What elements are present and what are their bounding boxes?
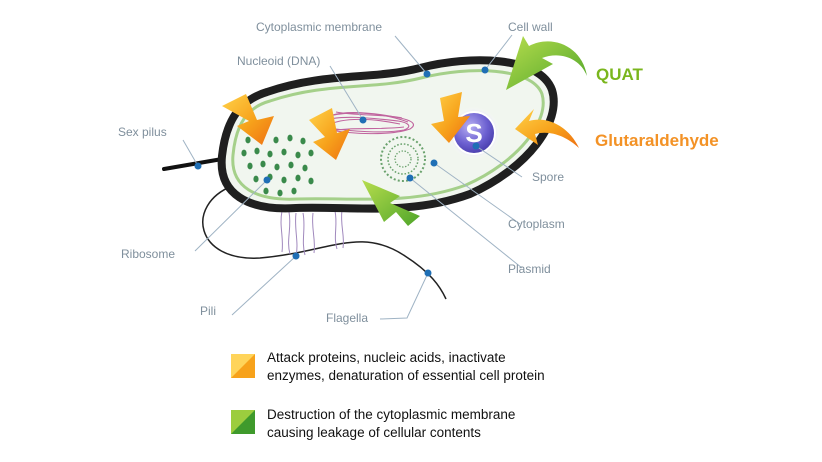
label-sex-pilus: Sex pilus	[118, 125, 167, 139]
quat-curved-arrow	[506, 36, 587, 90]
ribosome-dot	[281, 148, 287, 156]
ribosome-dot	[308, 177, 314, 185]
ribosome-dot	[273, 136, 279, 144]
legend-orange-line2: enzymes, denaturation of essential cell …	[267, 368, 545, 383]
ribosomes	[241, 133, 314, 197]
ribosome-dot	[302, 164, 308, 172]
label-pili: Pili	[200, 304, 216, 318]
legend-orange-text: Attack proteins, nucleic acids, inactiva…	[267, 349, 545, 385]
ribosome-dot	[254, 147, 260, 155]
label-cytoplasmic-membrane: Cytoplasmic membrane	[256, 20, 382, 34]
spore-letter: S	[465, 118, 482, 148]
plasmid	[380, 136, 426, 182]
legend-orange-swatch	[231, 354, 255, 378]
ribosome-dot	[287, 134, 293, 142]
legend-green-text: Destruction of the cytoplasmic membrane …	[267, 406, 515, 442]
ribosome-dot	[308, 149, 314, 157]
ribosome-dot	[288, 161, 294, 169]
ribosome-dot	[291, 187, 297, 195]
ribosome-dot	[253, 175, 259, 183]
ribosome-dot	[245, 136, 251, 144]
orange-attack-arrows	[222, 92, 579, 160]
leader-lines	[182, 34, 523, 320]
ribosome-dot	[277, 189, 283, 197]
glutaraldehyde-curved-arrow	[515, 109, 579, 148]
legend-green-line2: causing leakage of cellular contents	[267, 425, 481, 440]
green-membrane-arrows	[362, 36, 587, 226]
ribosome-dot	[263, 187, 269, 195]
pili-hairs	[280, 209, 344, 257]
cytoplasmic-membrane	[231, 69, 545, 201]
ribosome-dot	[300, 137, 306, 145]
leader-dots	[194, 66, 489, 277]
ribosome-dot	[274, 163, 280, 171]
agent-glutaraldehyde: Glutaraldehyde	[595, 131, 719, 150]
ribosome-dot	[281, 176, 287, 184]
ribosome-dot	[295, 174, 301, 182]
legend-green-swatch	[231, 410, 255, 434]
label-ribosome: Ribosome	[121, 247, 175, 261]
cell-wall	[217, 56, 558, 213]
label-plasmid: Plasmid	[508, 262, 551, 276]
orange-arrow-upper-left	[222, 94, 274, 145]
ribosome-dot	[241, 149, 247, 157]
legend-orange-line1: Attack proteins, nucleic acids, inactiva…	[267, 350, 506, 365]
flagellum	[202, 185, 447, 300]
label-spore: Spore	[532, 170, 564, 184]
label-cytoplasm: Cytoplasm	[508, 217, 565, 231]
label-flagella: Flagella	[326, 311, 368, 325]
label-nucleoid: Nucleoid (DNA)	[237, 54, 320, 68]
ribosome-dot	[295, 151, 301, 159]
orange-arrow-center-left	[309, 108, 350, 160]
ribosome-dot	[247, 162, 253, 170]
ribosome-dot	[267, 150, 273, 158]
green-arrow-bottom	[362, 180, 420, 226]
orange-arrow-center	[431, 92, 470, 143]
agent-quat: QUAT	[596, 65, 644, 84]
legend-green-line1: Destruction of the cytoplasmic membrane	[267, 407, 516, 422]
label-cell-wall: Cell wall	[508, 20, 553, 34]
ribosome-dot	[260, 160, 266, 168]
